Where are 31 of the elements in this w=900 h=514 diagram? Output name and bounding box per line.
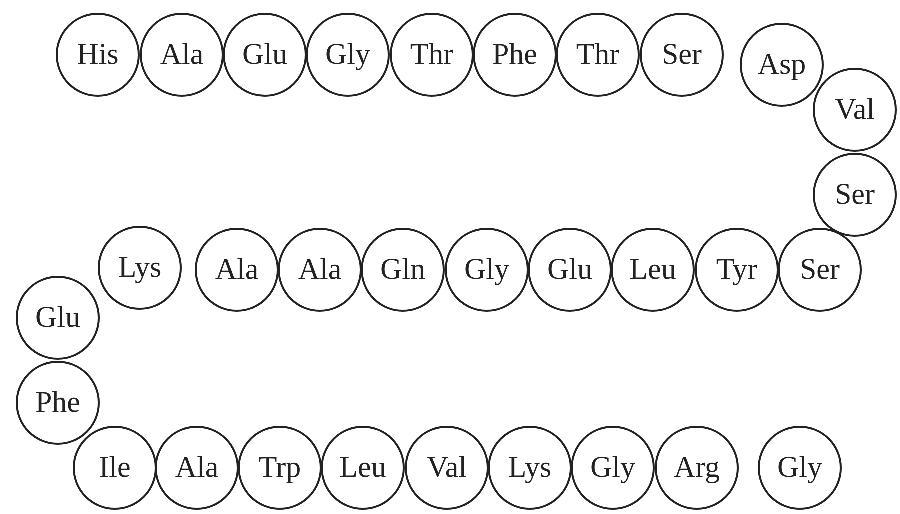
residue-circle: Thr [556, 13, 640, 97]
residue-circle: Tyr [695, 228, 779, 312]
residue-circle: Ser [813, 153, 897, 237]
residue-circle: Ser [778, 228, 862, 312]
residue-circle: Phe [473, 13, 557, 97]
residue-circle: Val [405, 426, 489, 510]
residue-circle: Leu [321, 426, 405, 510]
residue-circle: Trp [238, 426, 322, 510]
residue-circle: Lys [98, 226, 182, 310]
residue-circle: Thr [390, 13, 474, 97]
residue-circle: Lys [488, 426, 572, 510]
residue-circle: Ala [140, 13, 224, 97]
residue-circle: Glu [223, 13, 307, 97]
residue-circle: Asp [740, 23, 824, 107]
residue-circle: Glu [528, 228, 612, 312]
residue-circle: Glu [16, 276, 100, 360]
residue-circle: Ala [195, 228, 279, 312]
residue-circle: Phe [16, 361, 100, 445]
residue-circle: Ala [278, 228, 362, 312]
residue-circle: Leu [611, 228, 695, 312]
residue-circle: Gly [758, 426, 842, 510]
residue-circle: Ala [155, 426, 239, 510]
residue-circle: His [56, 13, 140, 97]
residue-circle: Gly [571, 426, 655, 510]
residue-circle: Gln [361, 228, 445, 312]
residue-circle: Arg [655, 426, 739, 510]
residue-circle: Ser [640, 13, 724, 97]
residue-circle: Val [813, 68, 897, 152]
residue-circle: Ile [73, 426, 157, 510]
residue-circle: Gly [306, 13, 390, 97]
residue-circle: Gly [445, 228, 529, 312]
